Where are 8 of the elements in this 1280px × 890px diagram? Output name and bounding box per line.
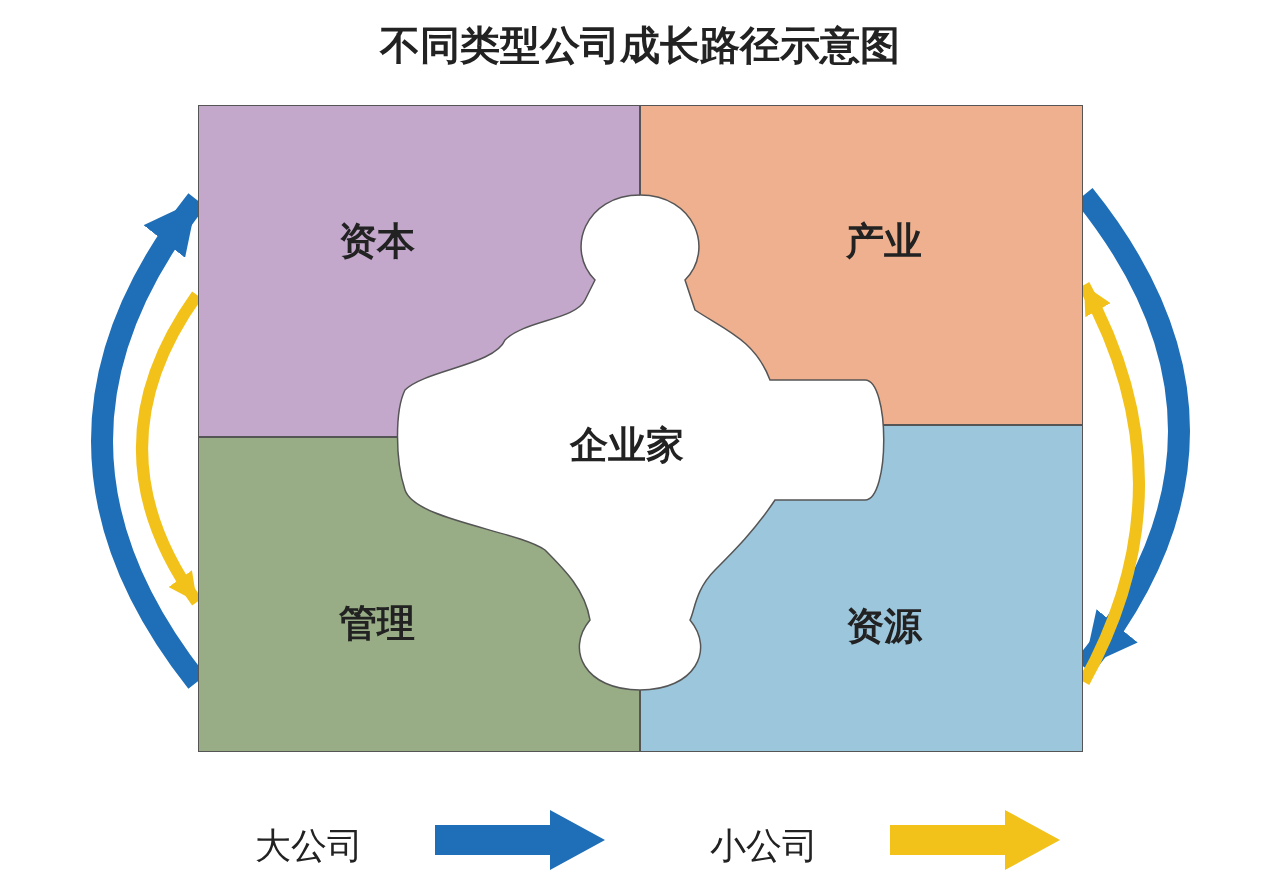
piece-label: 资本 bbox=[339, 218, 415, 265]
piece-label: 管理 bbox=[339, 600, 415, 647]
legend-label: 大公司 bbox=[255, 824, 363, 868]
piece-label: 资源 bbox=[846, 603, 922, 650]
title: 不同类型公司成长路径示意图 bbox=[378, 21, 901, 70]
piece-label: 企业家 bbox=[570, 422, 684, 469]
piece-label: 产业 bbox=[846, 218, 922, 265]
legend-label: 小公司 bbox=[710, 824, 818, 868]
